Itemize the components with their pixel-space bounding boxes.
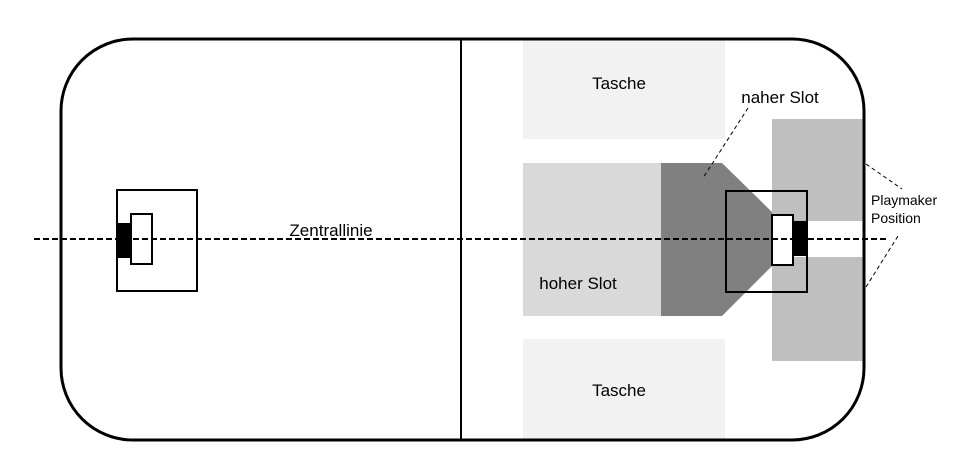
- pocket-bottom-zone: [523, 339, 725, 440]
- pocket-top-zone: [523, 39, 725, 139]
- playmaker-label-line1: Playmaker: [871, 192, 937, 208]
- playmaker-leader-line-bottom: [865, 235, 899, 288]
- playmaker-label-line2: Position: [871, 210, 921, 226]
- low-slot-label: naher Slot: [741, 88, 819, 107]
- playmaker-leader-line-top: [865, 163, 903, 190]
- playmaker-bottom-zone: [772, 257, 863, 361]
- pocket-bottom-label: Tasche: [592, 381, 646, 400]
- high-slot-label: hoher Slot: [539, 274, 617, 293]
- playmaker-top-zone: [772, 119, 863, 221]
- center-line-label: Zentrallinie: [289, 221, 372, 240]
- low-slot-zone: [661, 163, 772, 316]
- pocket-top-label: Tasche: [592, 74, 646, 93]
- left-goal-net: [117, 223, 131, 258]
